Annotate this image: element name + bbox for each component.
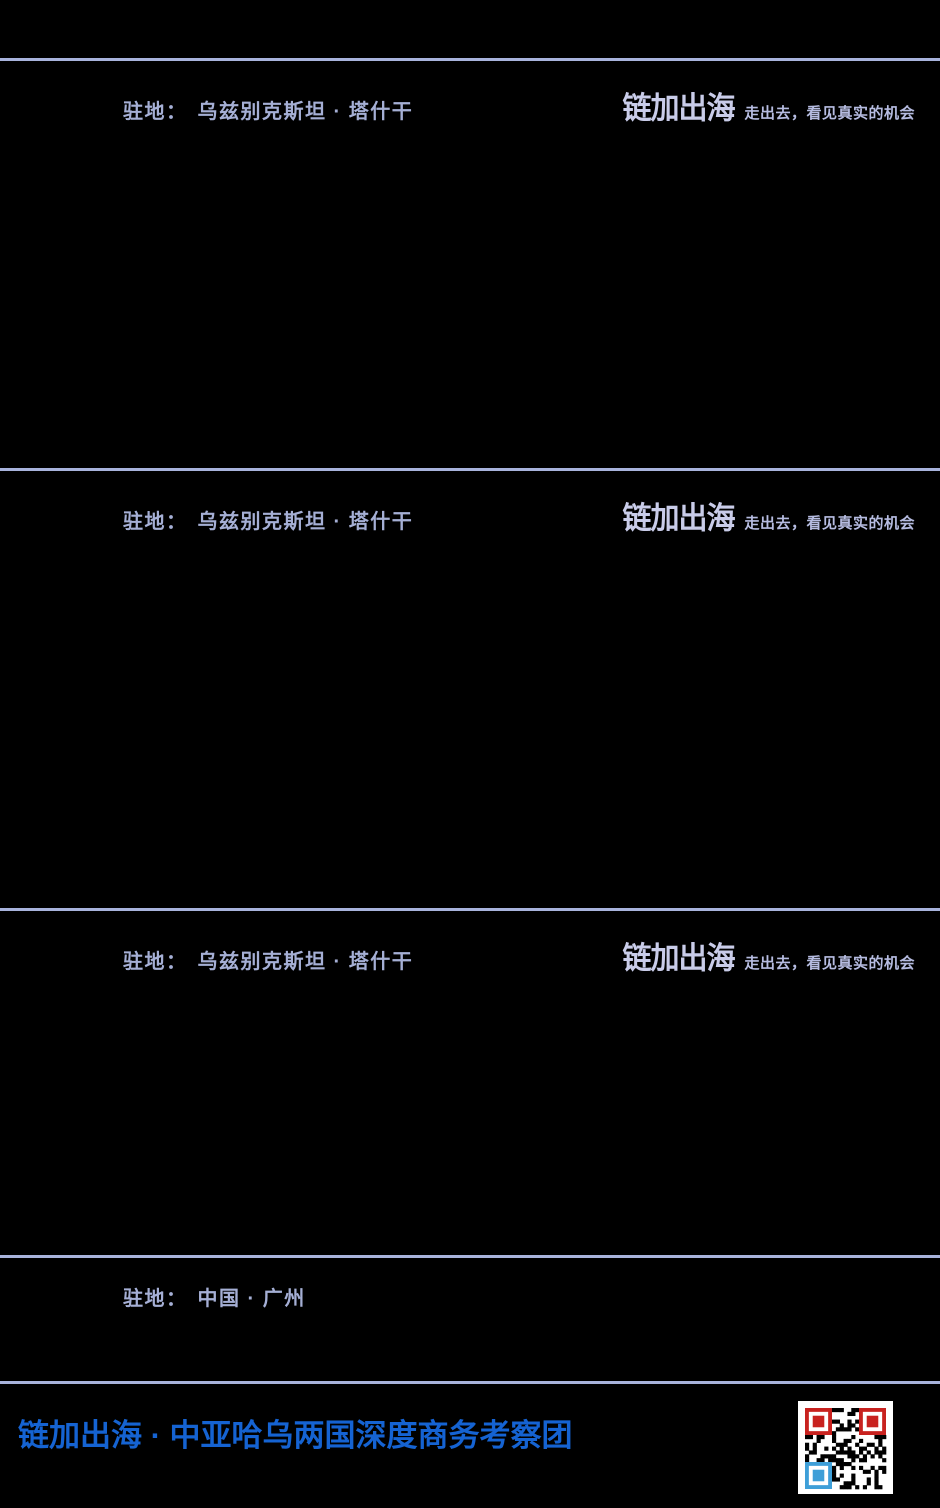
qr-code-modules xyxy=(798,1401,893,1494)
brand-tagline: 走出去，看见真实的机会 xyxy=(744,955,915,972)
section-2: 驻地： 乌兹别克斯坦 · 塔什干 链加出海 走出去，看见真实的机会 xyxy=(0,468,940,908)
brand-logo: 链加出海 xyxy=(622,942,735,976)
location-label: 驻地： xyxy=(123,951,188,973)
location-value: 中国 · 广州 xyxy=(197,1288,306,1310)
brand-tagline: 走出去，看见真实的机会 xyxy=(744,515,915,532)
brand-logo: 链加出海 xyxy=(622,92,735,126)
location-value: 乌兹别克斯坦 · 塔什干 xyxy=(197,511,414,533)
qr-code xyxy=(798,1401,893,1494)
location-value: 乌兹别克斯坦 · 塔什干 xyxy=(197,951,414,973)
footer: 链加出海 · 中亚哈乌两国深度商务考察团 xyxy=(0,1381,940,1508)
footer-brand-line: 链加出海 · 中亚哈乌两国深度商务考察团 xyxy=(18,1418,573,1453)
brand-lockup: 链加出海 走出去，看见真实的机会 xyxy=(622,495,915,537)
brand-tagline: 走出去，看见真实的机会 xyxy=(744,105,915,122)
location-label: 驻地： xyxy=(123,101,188,123)
location-line: 驻地： 乌兹别克斯坦 · 塔什干 xyxy=(123,945,413,974)
brand-lockup: 链加出海 走出去，看见真实的机会 xyxy=(622,935,915,977)
location-line: 驻地： 乌兹别克斯坦 · 塔什干 xyxy=(123,95,413,124)
location-line: 驻地： 乌兹别克斯坦 · 塔什干 xyxy=(123,505,413,534)
section-3: 驻地： 乌兹别克斯坦 · 塔什干 链加出海 走出去，看见真实的机会 xyxy=(0,908,940,1255)
location-label: 驻地： xyxy=(123,511,188,533)
location-line: 驻地： 中国 · 广州 xyxy=(123,1282,306,1311)
section-4: 驻地： 中国 · 广州 xyxy=(0,1255,940,1381)
location-label: 驻地： xyxy=(123,1288,188,1310)
brand-logo: 链加出海 xyxy=(622,502,735,536)
location-value: 乌兹别克斯坦 · 塔什干 xyxy=(197,101,414,123)
top-black-band xyxy=(0,0,940,58)
section-1: 驻地： 乌兹别克斯坦 · 塔什干 链加出海 走出去，看见真实的机会 xyxy=(0,58,940,468)
brand-lockup: 链加出海 走出去，看见真实的机会 xyxy=(622,85,915,127)
